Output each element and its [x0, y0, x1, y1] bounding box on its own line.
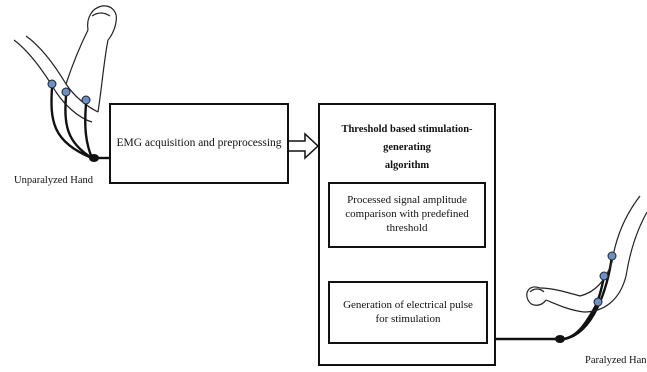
algorithm-title-line2: algorithm — [384, 159, 430, 171]
right-cable-connector — [555, 335, 565, 343]
electrode-icon — [61, 87, 71, 97]
electrode-icon — [599, 271, 609, 281]
pulse-generation-label: Generation of electrical pulse for stimu… — [343, 298, 473, 325]
pulse-generation-box: Generation of electrical pulse for stimu… — [328, 281, 488, 344]
electrode-icon — [593, 297, 603, 307]
emg-acquisition-box: EMG acquisition and preprocessing — [109, 103, 289, 184]
left-arm-illustration — [13, 5, 117, 123]
comparison-label: Processed signal amplitude comparison wi… — [345, 194, 469, 234]
comparison-box: Processed signal amplitude comparison wi… — [328, 182, 486, 248]
paralyzed-hand-label: Paralyzed Han — [585, 355, 647, 366]
emg-acquisition-label: EMG acquisition and preprocessing — [116, 137, 282, 150]
algorithm-title: Threshold based stimulation-generating a… — [320, 121, 494, 175]
algorithm-title-line1: Threshold based stimulation-generating — [341, 124, 473, 153]
left-cable-connector — [89, 154, 99, 162]
right-arm-illustration — [526, 195, 647, 313]
right-electrodes — [593, 251, 617, 307]
electrode-icon — [47, 79, 57, 89]
right-cables — [563, 255, 614, 341]
arrow-acquisition-to-algorithm — [287, 132, 320, 160]
electrode-icon — [81, 95, 91, 105]
unparalyzed-hand-label: Unparalyzed Hand — [14, 175, 94, 186]
electrode-icon — [607, 251, 617, 261]
left-cables — [50, 87, 94, 160]
left-electrodes — [47, 79, 91, 105]
